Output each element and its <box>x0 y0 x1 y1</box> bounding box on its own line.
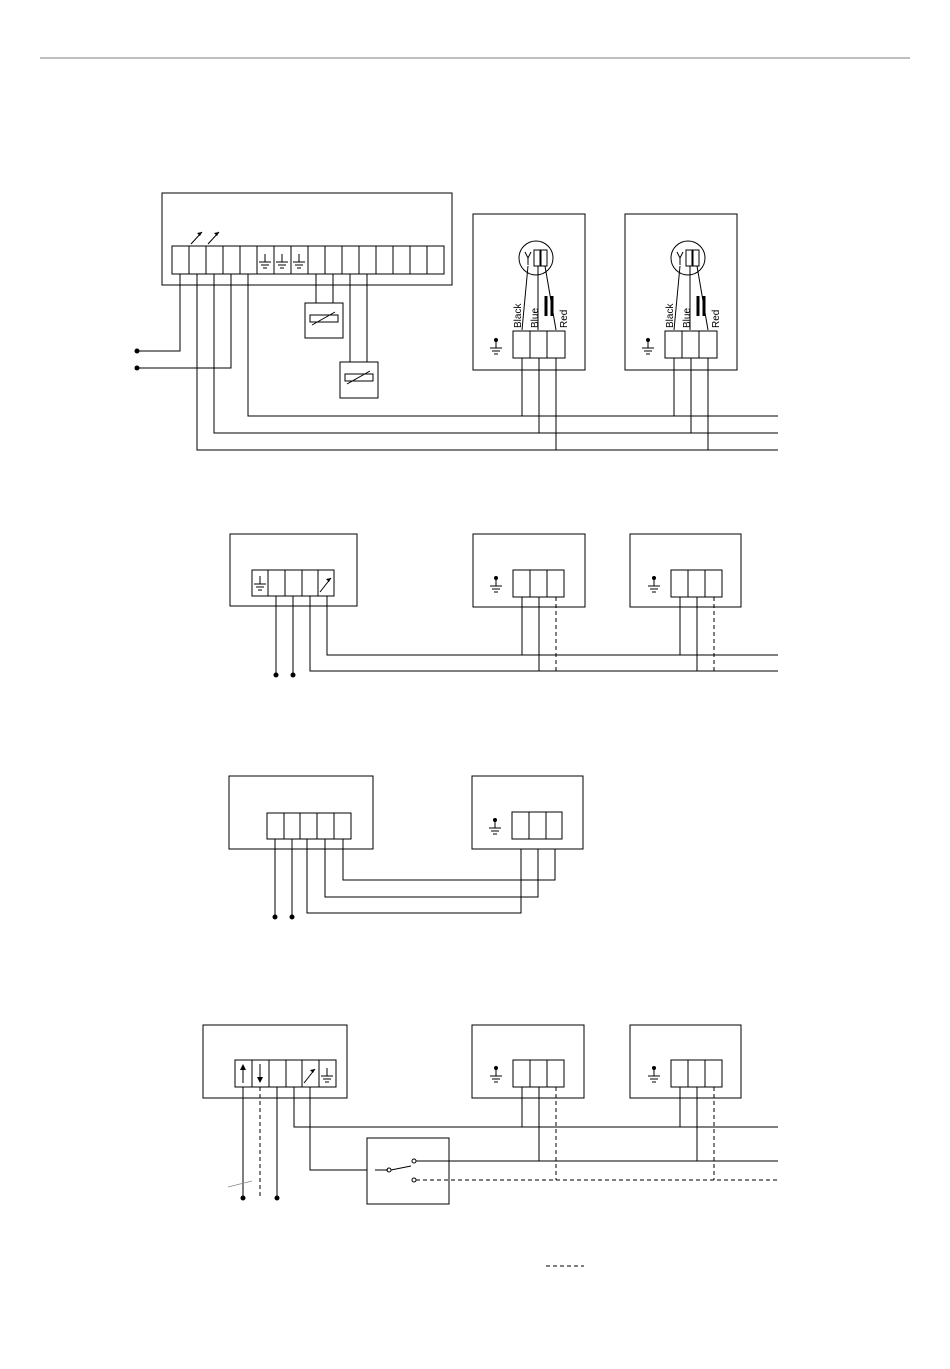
fan-unit-3 <box>473 534 585 607</box>
fan-unit-6 <box>472 1025 584 1098</box>
fan-unit-5 <box>472 776 583 849</box>
diagram-4 <box>203 1025 778 1204</box>
fan-unit-4 <box>630 534 741 607</box>
diagram-2 <box>230 534 778 678</box>
controller-1-terminal-block <box>172 246 444 274</box>
controller-3-terminal-block <box>267 813 351 839</box>
fan-unit-2: Black Blue Red <box>625 214 737 370</box>
temperature-sensor-1 <box>305 303 343 338</box>
wire-label-black: Black <box>513 303 524 328</box>
wire-label-red: Red <box>711 310 722 328</box>
fan-unit-7 <box>630 1025 741 1098</box>
diagram-1: Black Blue Red Black Blue Red <box>135 193 779 450</box>
controller-4-terminal-block <box>235 1060 336 1087</box>
temperature-sensor-2 <box>340 362 378 398</box>
changeover-switch <box>367 1138 449 1204</box>
supply-terminal <box>274 673 279 678</box>
supply-terminal <box>273 915 278 920</box>
fan-terminal-block <box>665 331 717 358</box>
supply-terminal <box>290 915 295 920</box>
wire-label-blue: Blue <box>530 308 541 328</box>
supply-terminal <box>135 366 140 371</box>
diagram-3 <box>229 776 583 920</box>
wire-label-red: Red <box>559 310 570 328</box>
supply-terminal <box>241 1196 246 1201</box>
controller-2-terminal-block <box>252 570 334 596</box>
fan-unit-1: Black Blue Red <box>473 214 585 370</box>
wire-label-blue: Blue <box>682 308 693 328</box>
supply-terminal <box>135 349 140 354</box>
supply-terminal <box>275 1196 280 1201</box>
wire-label-black: Black <box>665 303 676 328</box>
fan-terminal-block <box>513 331 565 358</box>
supply-terminal <box>291 673 296 678</box>
